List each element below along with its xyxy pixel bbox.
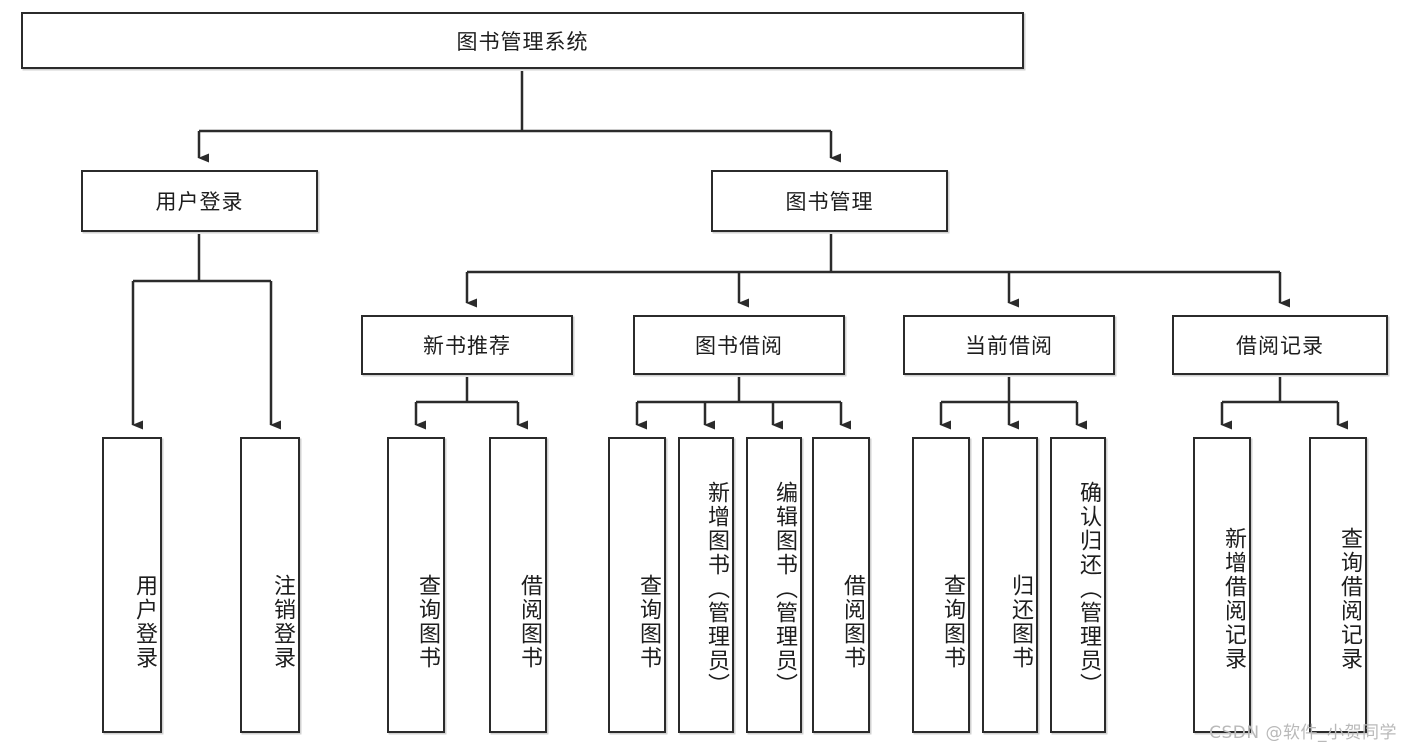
node-leaf-return-book[interactable]: 归还图书: [982, 437, 1038, 733]
node-leaf-query-book-3-label: 查询图书: [940, 574, 965, 670]
node-leaf-edit-book[interactable]: 编辑图书（管理员）: [746, 437, 802, 733]
node-root-label: 图书管理系统: [456, 29, 589, 54]
node-book-manage-label: 图书管理: [785, 190, 874, 214]
node-leaf-add-record-label: 新增借阅记录: [1221, 527, 1246, 671]
node-book-manage[interactable]: 图书管理: [711, 170, 948, 232]
node-leaf-confirm-return-label: 确认归还（管理员）: [1076, 481, 1101, 697]
node-leaf-add-record[interactable]: 新增借阅记录: [1193, 437, 1251, 733]
node-leaf-add-book-label: 新增图书（管理员）: [704, 481, 729, 697]
node-leaf-user-login-label: 用户登录: [132, 574, 157, 670]
node-book-borrow[interactable]: 图书借阅: [633, 315, 845, 375]
node-leaf-borrow-book-1[interactable]: 借阅图书: [489, 437, 547, 733]
node-leaf-query-record-label: 查询借阅记录: [1337, 527, 1362, 671]
node-leaf-borrow-book-2-label: 借阅图书: [840, 574, 865, 670]
node-new-book-rec[interactable]: 新书推荐: [361, 315, 573, 375]
node-new-book-rec-label: 新书推荐: [423, 334, 511, 358]
node-leaf-user-logout-label: 注销登录: [270, 574, 295, 670]
node-current-borrow[interactable]: 当前借阅: [903, 315, 1115, 375]
node-leaf-query-book-1[interactable]: 查询图书: [387, 437, 445, 733]
node-leaf-confirm-return[interactable]: 确认归还（管理员）: [1050, 437, 1106, 733]
node-leaf-borrow-book-2[interactable]: 借阅图书: [812, 437, 870, 733]
node-leaf-query-book-3[interactable]: 查询图书: [912, 437, 970, 733]
node-leaf-query-book-2-label: 查询图书: [636, 574, 661, 670]
node-user-login-label: 用户登录: [155, 190, 244, 214]
node-leaf-query-record[interactable]: 查询借阅记录: [1309, 437, 1367, 733]
node-leaf-add-book[interactable]: 新增图书（管理员）: [678, 437, 734, 733]
node-leaf-query-book-2[interactable]: 查询图书: [608, 437, 666, 733]
node-leaf-borrow-book-1-label: 借阅图书: [517, 574, 542, 670]
node-borrow-record-label: 借阅记录: [1236, 334, 1324, 358]
node-leaf-user-logout[interactable]: 注销登录: [240, 437, 300, 733]
node-current-borrow-label: 当前借阅: [965, 334, 1053, 358]
node-leaf-return-book-label: 归还图书: [1008, 574, 1033, 670]
node-borrow-record[interactable]: 借阅记录: [1172, 315, 1388, 375]
node-book-borrow-label: 图书借阅: [695, 334, 783, 358]
node-user-login[interactable]: 用户登录: [81, 170, 318, 232]
node-leaf-query-book-1-label: 查询图书: [415, 574, 440, 670]
node-leaf-edit-book-label: 编辑图书（管理员）: [772, 481, 797, 697]
node-leaf-user-login[interactable]: 用户登录: [102, 437, 162, 733]
csdn-watermark: CSDN @软件_小贺同学: [1209, 723, 1397, 743]
node-root[interactable]: 图书管理系统: [21, 12, 1024, 69]
